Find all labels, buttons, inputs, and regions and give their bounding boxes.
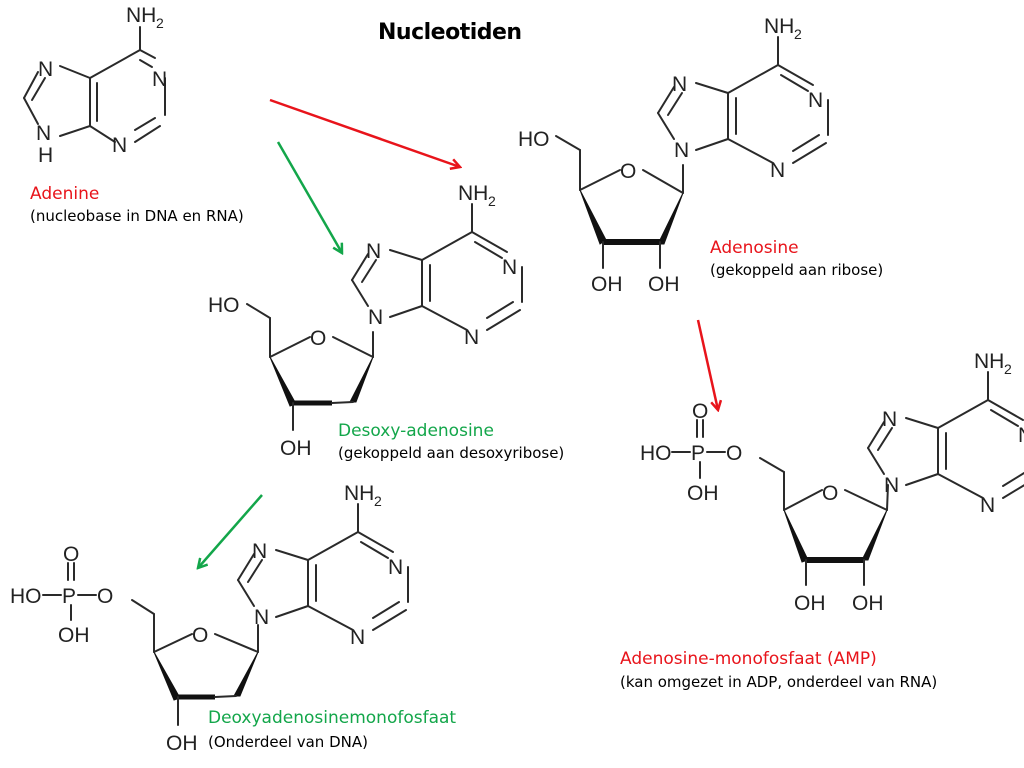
adenosine-description: (gekoppeld aan ribose) — [710, 261, 884, 279]
svg-text:OH: OH — [852, 592, 884, 615]
adenine-label: Adenine — [30, 184, 100, 204]
page-title: Nucleotiden — [378, 20, 522, 45]
svg-text:O: O — [63, 543, 79, 566]
svg-text:N: N — [152, 68, 167, 91]
adenine-description: (nucleobase in DNA en RNA) — [30, 207, 244, 225]
svg-text:OH: OH — [58, 624, 90, 647]
adenine-structure: N N N N H NH 2 — [23, 4, 167, 167]
amp-description: (kan omgezet in ADP, onderdeel van RNA) — [620, 673, 938, 691]
desoxyadenosine-structure: O HO OH — [208, 181, 523, 460]
svg-text:HO: HO — [518, 128, 550, 151]
svg-text:O: O — [97, 585, 113, 608]
svg-text:O: O — [726, 442, 742, 465]
adenosine-label: Adenosine — [710, 238, 799, 258]
svg-text:OH: OH — [591, 273, 623, 296]
svg-text:HO: HO — [10, 585, 42, 608]
svg-text:N: N — [38, 58, 53, 81]
arrow-adenine-to-desoxyadenosine — [276, 141, 342, 253]
svg-text:O: O — [822, 482, 838, 505]
damp-description: (Onderdeel van DNA) — [208, 733, 368, 751]
svg-text:P: P — [62, 585, 76, 608]
svg-text:HO: HO — [208, 294, 240, 317]
arrow-adenosine-to-amp — [696, 319, 718, 410]
damp-label: Deoxyadenosinemonofosfaat — [208, 708, 457, 728]
svg-text:OH: OH — [794, 592, 826, 615]
svg-text:OH: OH — [648, 273, 680, 296]
arrow-desoxyadenosine-to-damp — [198, 494, 263, 568]
arrow-adenine-to-adenosine — [269, 98, 460, 167]
desoxyadenosine-description: (gekoppeld aan desoxyribose) — [338, 444, 565, 462]
svg-text:OH: OH — [166, 732, 198, 755]
svg-text:NH: NH — [126, 4, 156, 27]
svg-text:N: N — [36, 122, 51, 145]
damp-structure: O OH HO P O O OH — [10, 481, 409, 755]
amp-label: Adenosine-monofosfaat (AMP) — [620, 649, 877, 669]
desoxyadenosine-label: Desoxy-adenosine — [338, 421, 494, 441]
svg-text:O: O — [192, 624, 208, 647]
svg-text:H: H — [38, 144, 53, 167]
svg-text:O: O — [310, 327, 326, 350]
svg-text:OH: OH — [280, 437, 312, 460]
svg-text:2: 2 — [156, 15, 164, 31]
svg-text:P: P — [691, 442, 705, 465]
adenosine-structure: O HO OH OH — [518, 14, 829, 296]
amp-structure: O OH OH HO P O O OH — [640, 349, 1024, 615]
svg-text:O: O — [620, 160, 636, 183]
svg-text:O: O — [692, 400, 708, 423]
svg-text:OH: OH — [687, 482, 719, 505]
svg-text:N: N — [112, 134, 127, 157]
svg-text:HO: HO — [640, 442, 672, 465]
